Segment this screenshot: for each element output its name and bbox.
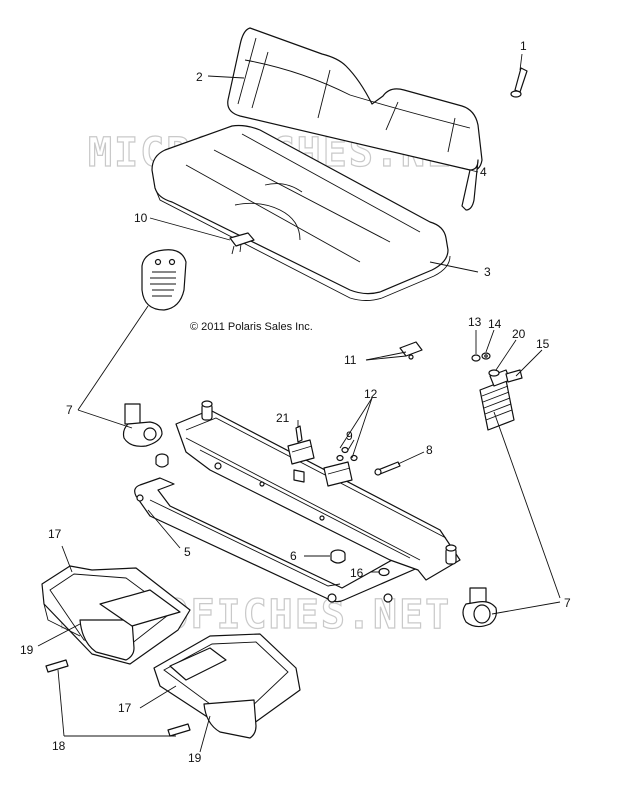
clip	[229, 232, 255, 255]
latch-right	[462, 587, 497, 628]
screw	[510, 67, 528, 98]
callout-8: 8	[426, 443, 433, 457]
callout-1: 1	[520, 39, 527, 53]
label-strips	[45, 659, 191, 737]
seat-bottom	[151, 124, 451, 301]
latch-left	[122, 403, 163, 447]
copyright-notice: © 2011 Polaris Sales Inc.	[190, 321, 313, 333]
callout-20: 20	[512, 327, 526, 341]
bumper-6	[330, 549, 346, 564]
callout-5: 5	[184, 545, 191, 559]
callout-16: 16	[350, 566, 364, 580]
callout-10: 10	[134, 211, 148, 225]
callout-13: 13	[468, 315, 482, 329]
callout-7-left: 7	[66, 403, 73, 417]
callout-18: 18	[52, 739, 66, 753]
leader-lines	[37, 53, 561, 753]
callout-2: 2	[196, 70, 203, 84]
callout-12: 12	[364, 387, 378, 401]
callout-15: 15	[536, 337, 550, 351]
callout-14: 14	[488, 317, 502, 331]
seat-base	[175, 400, 461, 581]
callout-4: 4	[480, 165, 487, 179]
callout-9: 9	[346, 429, 353, 443]
callout-19-right: 19	[188, 751, 202, 765]
detail-spring-left	[141, 249, 187, 311]
callout-7-right: 7	[564, 596, 571, 610]
seat-back	[227, 27, 483, 211]
bumper-left	[155, 453, 169, 468]
bolt	[374, 461, 401, 476]
callout-17-right: 17	[118, 701, 132, 715]
callout-11: 11	[344, 353, 357, 367]
bumper-16	[378, 567, 390, 577]
callout-17-left: 17	[48, 527, 62, 541]
storage-tray-right	[153, 633, 301, 739]
storage-tray-left	[41, 565, 191, 665]
callout-21: 21	[276, 411, 290, 425]
spring-assembly	[479, 369, 523, 431]
callout-3: 3	[484, 265, 491, 279]
seat-belt-buckles	[287, 425, 358, 487]
callout-6: 6	[290, 549, 297, 563]
washers	[471, 352, 500, 377]
seat-frame	[134, 477, 443, 603]
callout-19-left: 19	[20, 643, 34, 657]
